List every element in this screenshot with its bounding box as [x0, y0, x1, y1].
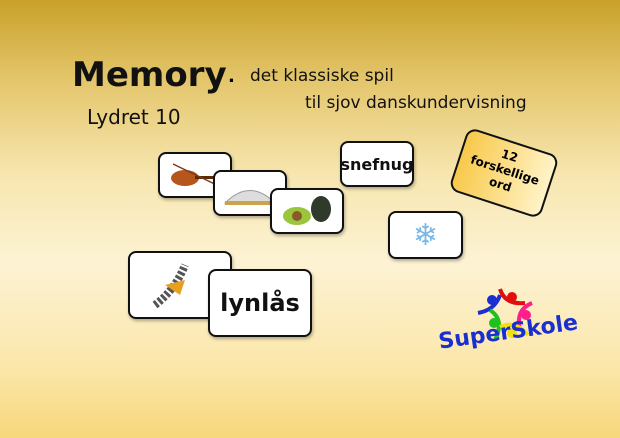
card-word: lynlås — [220, 289, 300, 317]
bullet: . — [228, 66, 235, 87]
card-lynlaas: lynlås — [208, 269, 312, 337]
avocado-icon — [283, 196, 331, 225]
page-title: Memory — [72, 55, 227, 95]
snowflake-icon: ❄ — [412, 217, 439, 253]
word-count-badge: 12 forskellige ord — [448, 126, 560, 220]
card-word: snefnug — [340, 154, 414, 174]
card-snefnug: snefnug — [340, 141, 414, 187]
subtitle: Lydret 10 — [87, 105, 181, 129]
zipper-icon — [152, 263, 189, 309]
tagline-2: til sjov danskundervisning — [305, 93, 527, 113]
card-snowflake: ❄ — [388, 211, 463, 259]
card-avocado — [270, 188, 344, 234]
tagline-1: det klassiske spil — [250, 66, 394, 86]
superskole-logo-icon — [477, 288, 533, 341]
